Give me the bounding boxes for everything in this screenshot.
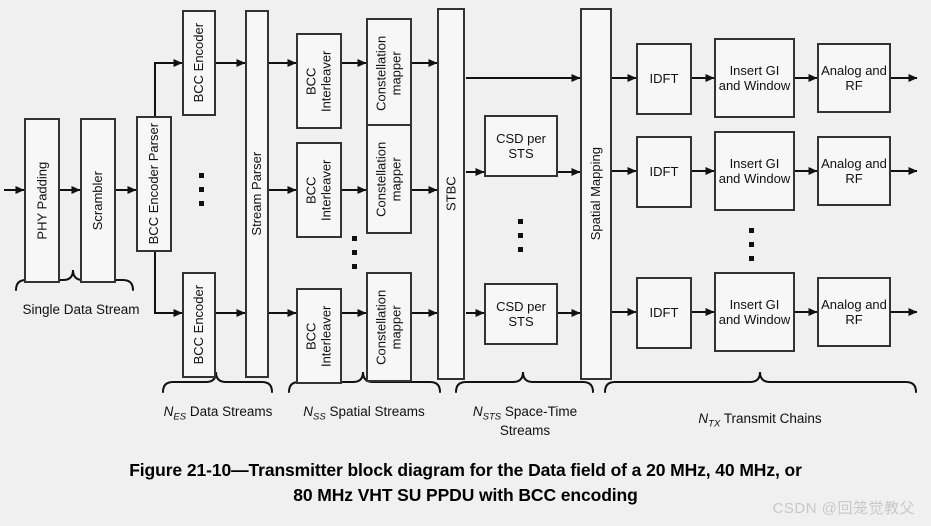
block-stream-parser[interactable]: Stream Parser	[245, 10, 269, 378]
block-phy-padding[interactable]: PHY Padding	[24, 118, 60, 283]
symbol-n-es: NES	[163, 404, 187, 423]
label-nss-spatial-streams: NSS Spatial Streams	[303, 404, 425, 423]
block-idft-1[interactable]: IDFT	[636, 43, 692, 115]
ellipsis-dots	[199, 173, 754, 269]
block-idft-3[interactable]: IDFT	[636, 277, 692, 349]
block-insert-gi-window-3[interactable]: Insert GI and Window	[714, 272, 795, 352]
brace-group	[15, 269, 917, 393]
block-bcc-interleaver-2[interactable]: BCC Interleaver	[296, 142, 342, 238]
block-idft-2[interactable]: IDFT	[636, 136, 692, 208]
brace-nsts	[455, 371, 594, 393]
block-bcc-interleaver-1[interactable]: BCC Interleaver	[296, 33, 342, 129]
brace-ntx	[604, 371, 917, 393]
block-csd-per-sts-2[interactable]: CSD per STS	[484, 283, 558, 345]
symbol-n-sts: NSTS	[472, 404, 502, 423]
block-bcc-encoder-top[interactable]: BCC Encoder	[182, 10, 216, 116]
brace-nes	[162, 371, 273, 393]
block-diagram: PHY Padding Scrambler BCC Encoder Parser…	[4, 8, 918, 439]
block-bcc-encoder-parser[interactable]: BCC Encoder Parser	[136, 116, 172, 252]
block-insert-gi-window-2[interactable]: Insert GI and Window	[714, 131, 795, 211]
symbol-n-ss: NSS	[303, 404, 326, 423]
brace-single-data-stream	[15, 269, 134, 291]
label-ntx-transmit-chains: NTX Transmit Chains	[698, 411, 822, 430]
label-nes-data-streams: NES Data Streams	[163, 404, 273, 423]
block-bcc-encoder-bottom[interactable]: BCC Encoder	[182, 272, 216, 378]
caption-line-1: Figure 21-10—Transmitter block diagram f…	[129, 460, 802, 480]
block-csd-per-sts-1[interactable]: CSD per STS	[484, 115, 558, 177]
block-scrambler[interactable]: Scrambler	[80, 118, 116, 283]
symbol-n-tx: NTX	[698, 411, 721, 430]
csdn-watermark: CSDN @回笼觉教父	[772, 500, 915, 517]
figure-caption: Figure 21-10—Transmitter block diagram f…	[0, 458, 931, 508]
label-single-data-stream: Single Data Stream	[22, 302, 140, 317]
block-insert-gi-window-1[interactable]: Insert GI and Window	[714, 38, 795, 118]
block-constellation-mapper-3[interactable]: Constellation mapper	[366, 272, 412, 382]
label-nsts-space-time-streams: NSTS Space-Time Streams	[472, 404, 578, 439]
diagram-connectors	[4, 59, 918, 393]
block-analog-rf-3[interactable]: Analog and RF	[817, 277, 891, 347]
block-analog-rf-1[interactable]: Analog and RF	[817, 43, 891, 113]
block-spatial-mapping[interactable]: Spatial Mapping	[580, 8, 612, 380]
block-constellation-mapper-2[interactable]: Constellation mapper	[366, 124, 412, 234]
block-analog-rf-2[interactable]: Analog and RF	[817, 136, 891, 206]
brace-nss	[288, 371, 441, 393]
caption-line-2: 80 MHz VHT SU PPDU with BCC encoding	[293, 484, 638, 505]
block-constellation-mapper-1[interactable]: Constellation mapper	[366, 18, 412, 128]
block-stbc[interactable]: STBC	[437, 8, 465, 380]
block-bcc-interleaver-3[interactable]: BCC Interleaver	[296, 288, 342, 384]
